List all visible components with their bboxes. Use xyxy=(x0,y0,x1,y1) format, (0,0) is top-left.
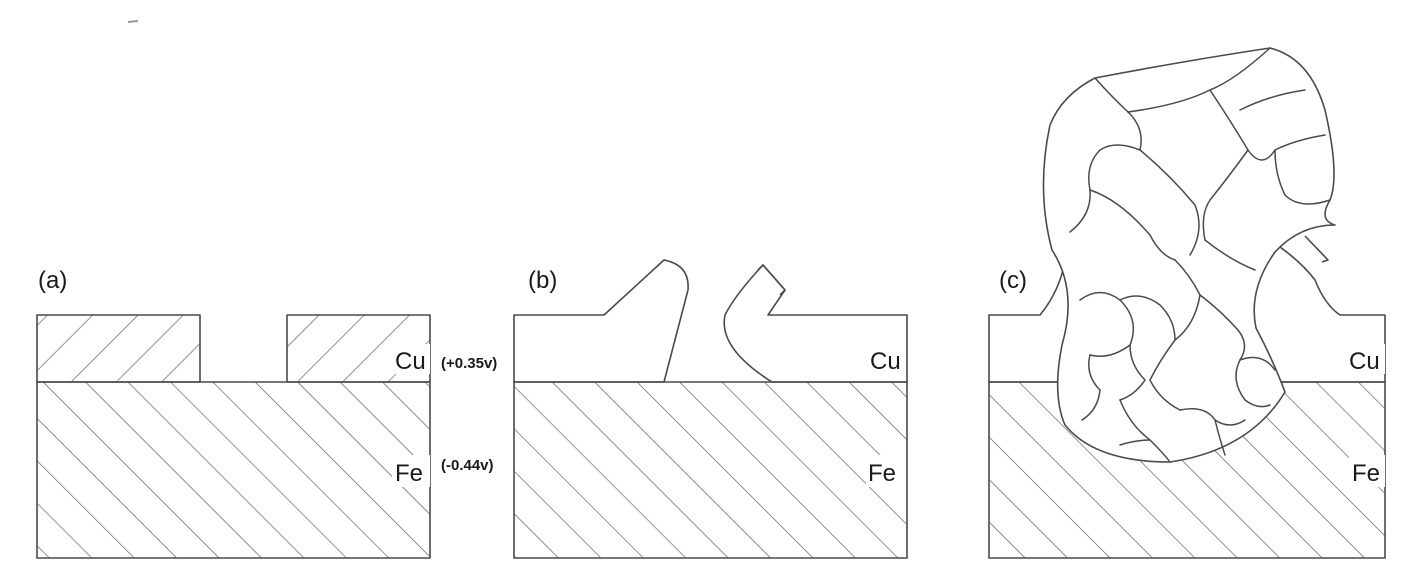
panel-c-grain-boundaries xyxy=(1069,47,1331,463)
panel-a: (a) Cu Fe xyxy=(36,267,431,559)
panel-c-label: (c) xyxy=(999,267,1027,294)
panel-b: (b) Cu Fe xyxy=(513,259,908,559)
panel-c: (c) Cu Fe xyxy=(988,47,1386,559)
panel-b-cu-label: Cu xyxy=(870,348,901,375)
panel-b-fe-label: Fe xyxy=(868,460,896,487)
fe-potential-label: (-0.44v) xyxy=(441,457,494,474)
panel-b-cu-left xyxy=(513,259,689,383)
cu-potential-label: (+0.35v) xyxy=(441,355,497,372)
panel-c-cu-layer xyxy=(988,239,1386,383)
panel-c-cu-label: Cu xyxy=(1349,348,1380,375)
panel-a-cu-left xyxy=(37,315,200,382)
panel-a-cu-label: Cu xyxy=(395,348,426,375)
panel-b-fe-layer xyxy=(514,382,907,558)
panel-c-fe-label: Fe xyxy=(1352,460,1380,487)
panel-a-fe-layer xyxy=(37,382,430,558)
panel-a-label: (a) xyxy=(38,267,67,294)
panel-a-fe-label: Fe xyxy=(395,460,423,487)
stray-mark xyxy=(127,20,139,23)
panel-b-label: (b) xyxy=(528,267,557,294)
